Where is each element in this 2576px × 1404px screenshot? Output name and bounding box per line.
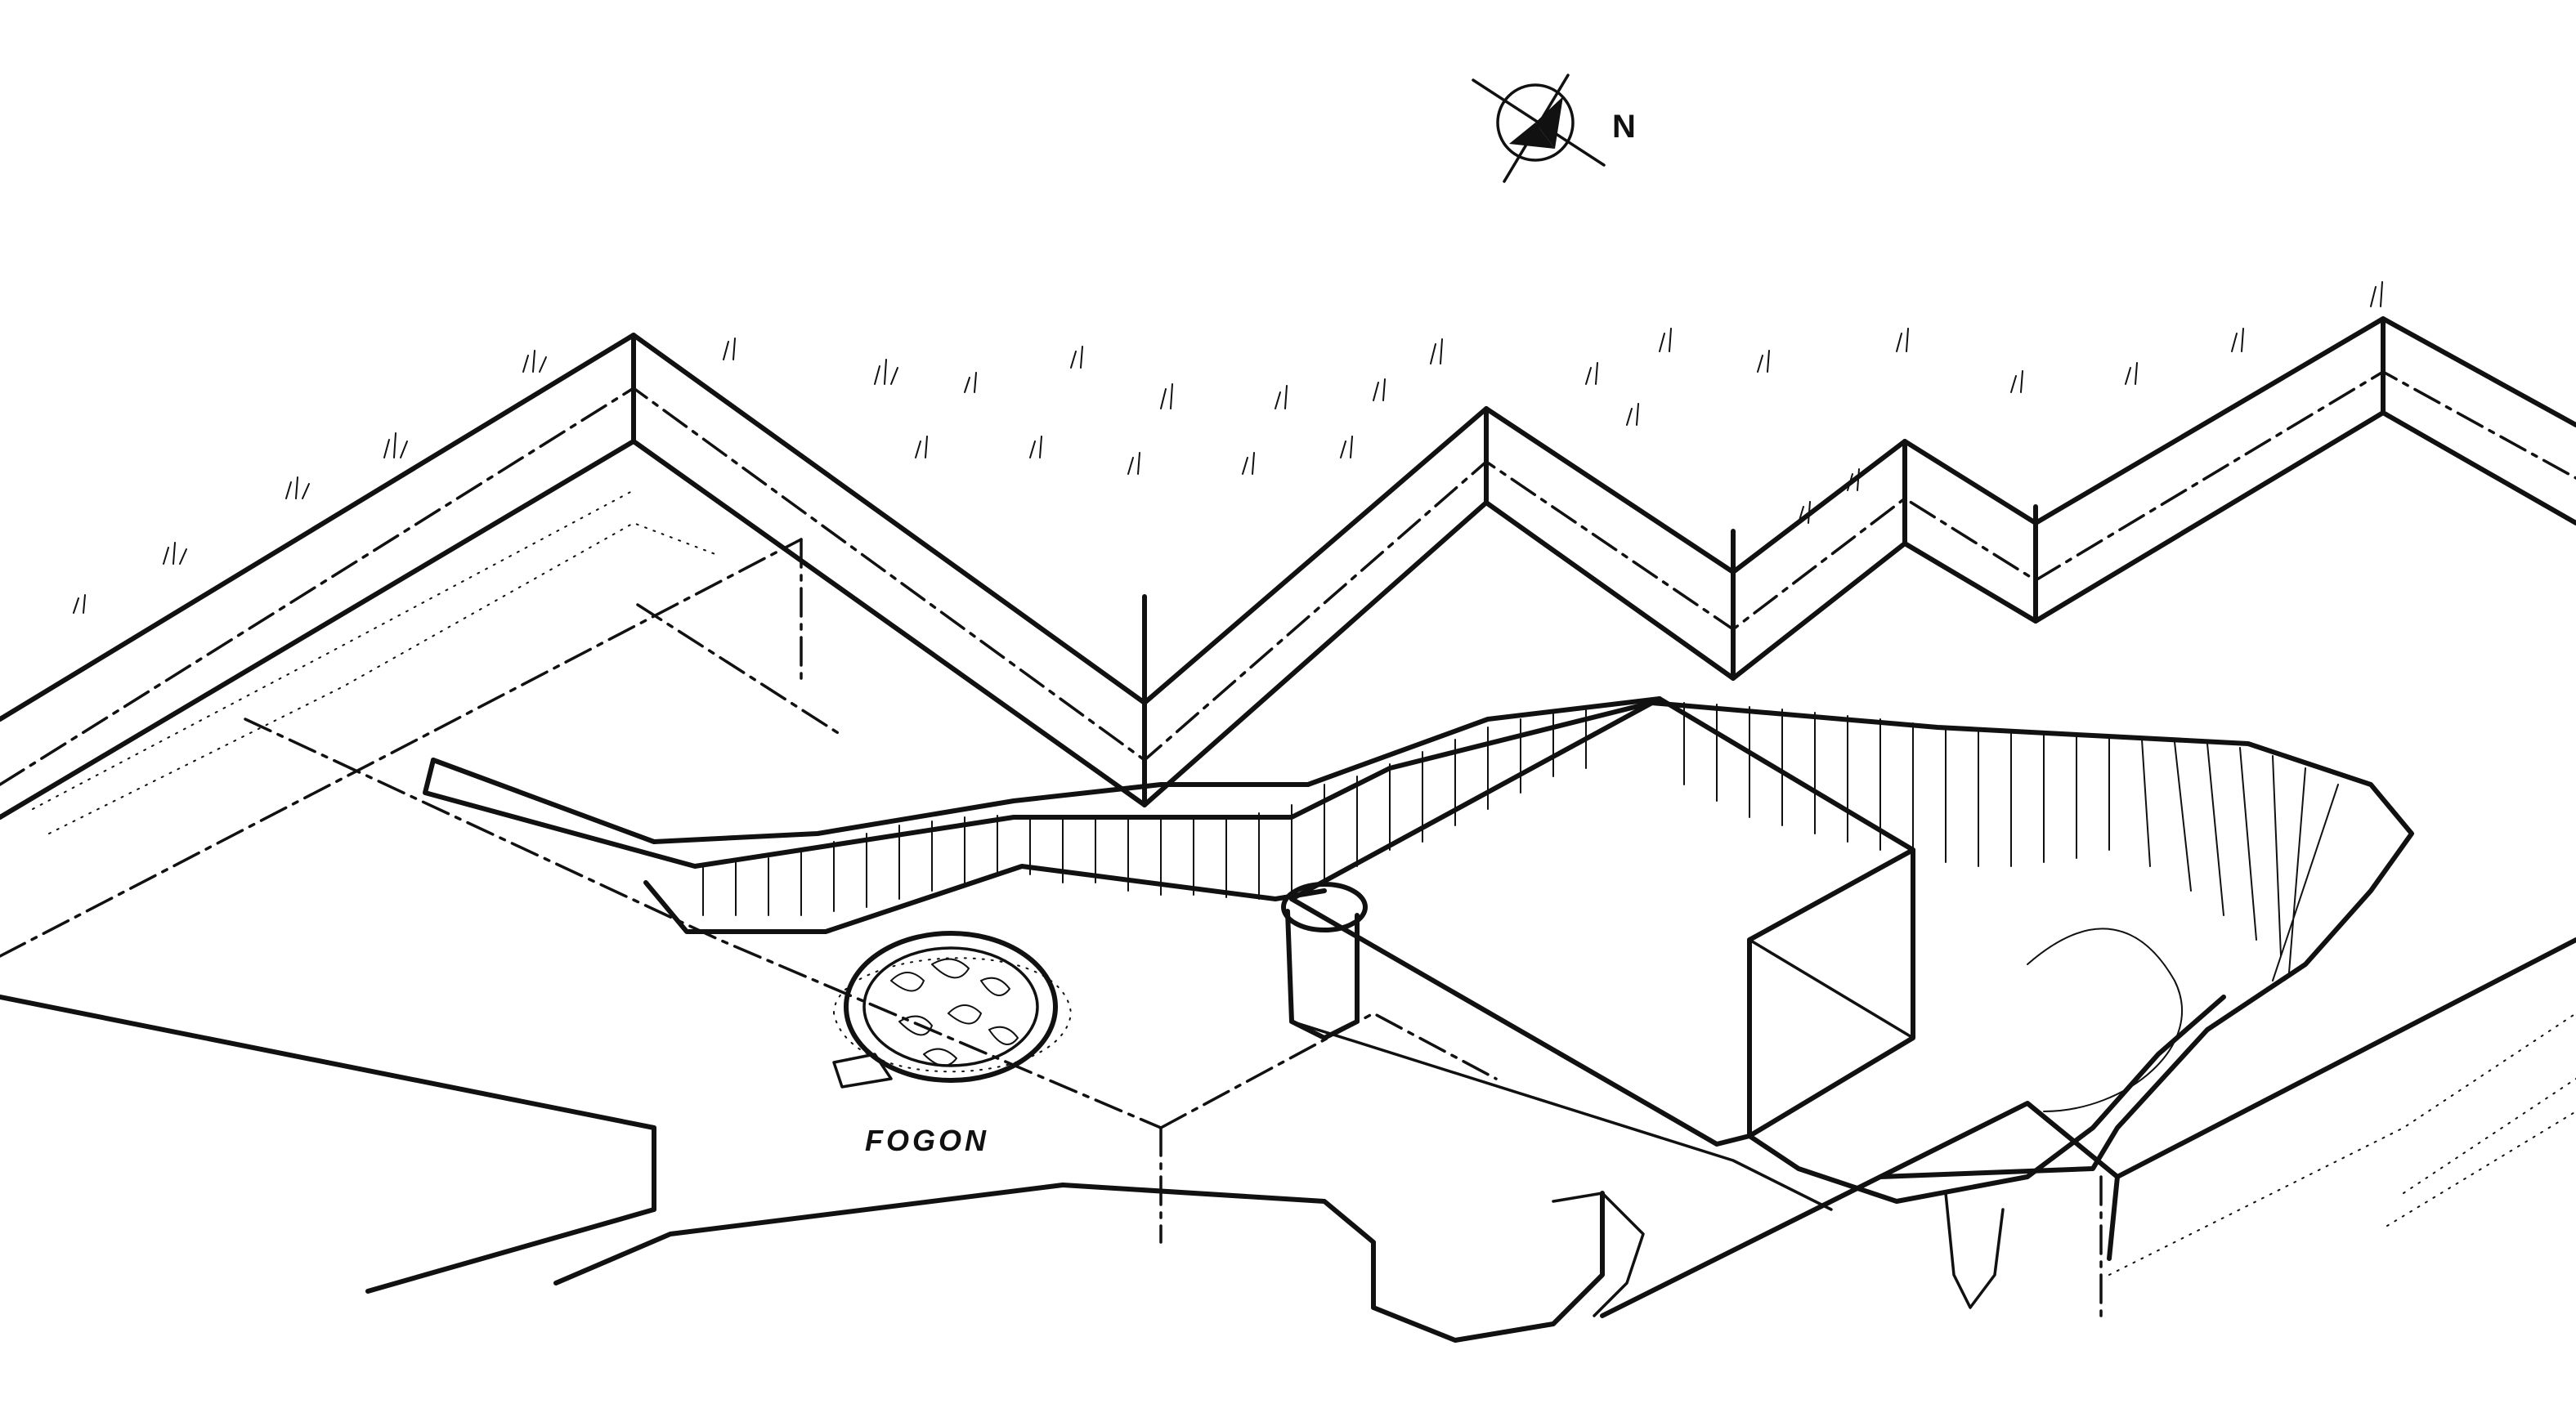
grass-tufts [73, 281, 2383, 614]
trench-wall [0, 316, 2576, 1276]
central-pit [553, 696, 2226, 1343]
north-label: N [1612, 109, 1636, 145]
hearth-feature [832, 931, 1072, 1089]
hatched-cut [423, 696, 2414, 1179]
north-arrow-icon [1472, 74, 1606, 183]
hearth-label: FOGON [865, 1124, 989, 1157]
